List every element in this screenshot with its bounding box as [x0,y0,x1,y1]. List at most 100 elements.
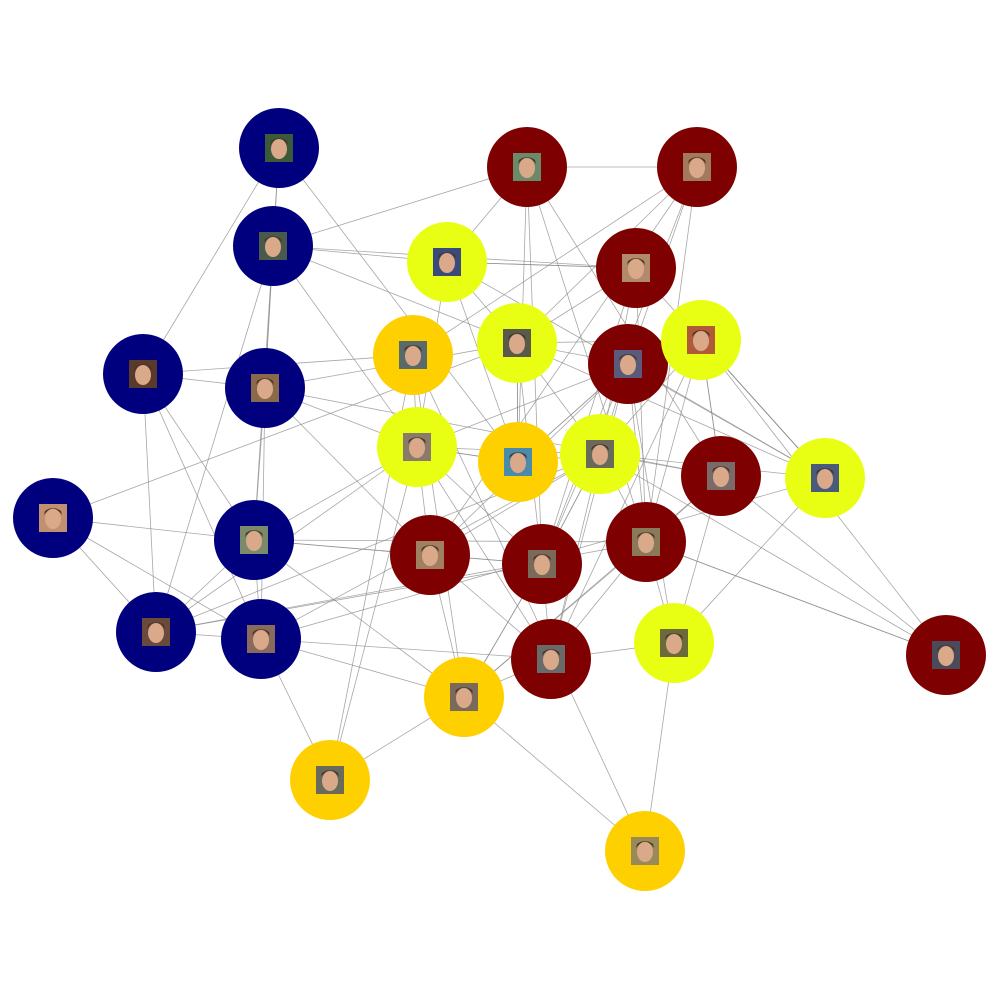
node-n28[interactable] [424,657,504,737]
hair-icon [636,841,654,848]
hair-icon [147,622,165,629]
node-n3[interactable] [103,334,183,414]
hair-icon [455,687,473,694]
face-icon [638,533,654,553]
edge-n10-n26 [412,166,698,356]
hair-icon [256,378,274,385]
face-icon [509,334,525,354]
node-n18[interactable] [906,615,986,695]
node-n16[interactable] [606,502,686,582]
edge-n17-n21 [416,446,552,660]
edge-n13-n18 [720,475,947,656]
node-n1[interactable] [239,108,319,188]
hair-icon [533,554,551,561]
edge-n3-n8 [142,373,262,640]
hair-icon [937,645,955,652]
hair-icon [321,770,339,777]
face-icon [713,467,729,487]
node-n15[interactable] [502,524,582,604]
edge-n8-n17 [260,638,552,660]
edge-n1-n3 [142,147,280,375]
node-n2[interactable] [233,206,313,286]
hair-icon [134,364,152,371]
edge-n2-n20 [272,245,518,344]
face-icon [135,365,151,385]
face-icon [628,259,644,279]
node-n27[interactable] [478,422,558,502]
node-n7[interactable] [116,592,196,672]
node-n19[interactable] [407,222,487,302]
hair-icon [665,633,683,640]
face-icon [637,842,653,862]
face-icon [666,634,682,654]
node-n23[interactable] [661,300,741,380]
node-n30[interactable] [605,811,685,891]
node-n25[interactable] [634,603,714,683]
edge-n18-n16 [645,541,947,656]
edge-n21-n29 [329,446,418,781]
hair-icon [245,530,263,537]
face-icon [693,331,709,351]
edge-n2-n7 [155,245,274,633]
edge-n5-n8 [52,517,262,640]
node-n13[interactable] [681,436,761,516]
hair-icon [591,444,609,451]
edge-n9-n13 [526,166,722,477]
hair-icon [438,252,456,259]
node-n24[interactable] [785,438,865,518]
node-n11[interactable] [596,228,676,308]
hair-icon [688,157,706,164]
edge-n2-n21 [272,245,418,448]
node-n10[interactable] [657,127,737,207]
face-icon [456,688,472,708]
face-icon [620,355,636,375]
edge-n18-n22 [599,453,947,656]
node-layer [13,108,986,891]
hair-icon [542,649,560,656]
node-n22[interactable] [560,414,640,494]
edge-n7-n15 [155,563,543,633]
hair-icon [404,345,422,352]
face-icon [253,630,269,650]
node-n12[interactable] [588,324,668,404]
face-icon [510,453,526,473]
edge-n3-n7 [142,373,157,633]
hair-icon [712,466,730,473]
hair-icon [264,236,282,243]
node-n20[interactable] [477,303,557,383]
hair-icon [44,508,62,515]
node-n6[interactable] [214,500,294,580]
hair-icon [518,157,536,164]
face-icon [543,650,559,670]
face-icon [592,445,608,465]
face-icon [45,509,61,529]
face-icon [519,158,535,178]
face-icon [405,346,421,366]
node-n9[interactable] [487,127,567,207]
face-icon [409,438,425,458]
hair-icon [270,138,288,145]
face-icon [265,237,281,257]
hair-icon [692,330,710,337]
hair-icon [252,629,270,636]
node-n4[interactable] [225,348,305,428]
face-icon [257,379,273,399]
hair-icon [627,258,645,265]
node-n17[interactable] [511,619,591,699]
face-icon [271,139,287,159]
node-n8[interactable] [221,599,301,679]
face-icon [246,531,262,551]
node-n14[interactable] [390,515,470,595]
edge-n9-n2 [272,166,528,247]
node-n21[interactable] [377,407,457,487]
face-icon [689,158,705,178]
hair-icon [408,437,426,444]
node-n26[interactable] [373,315,453,395]
edge-n6-n28 [253,539,465,698]
edge-n23-n17 [550,339,702,660]
edge-n11-n16 [635,267,647,543]
node-n29[interactable] [290,740,370,820]
node-n5[interactable] [13,478,93,558]
face-icon [322,771,338,791]
